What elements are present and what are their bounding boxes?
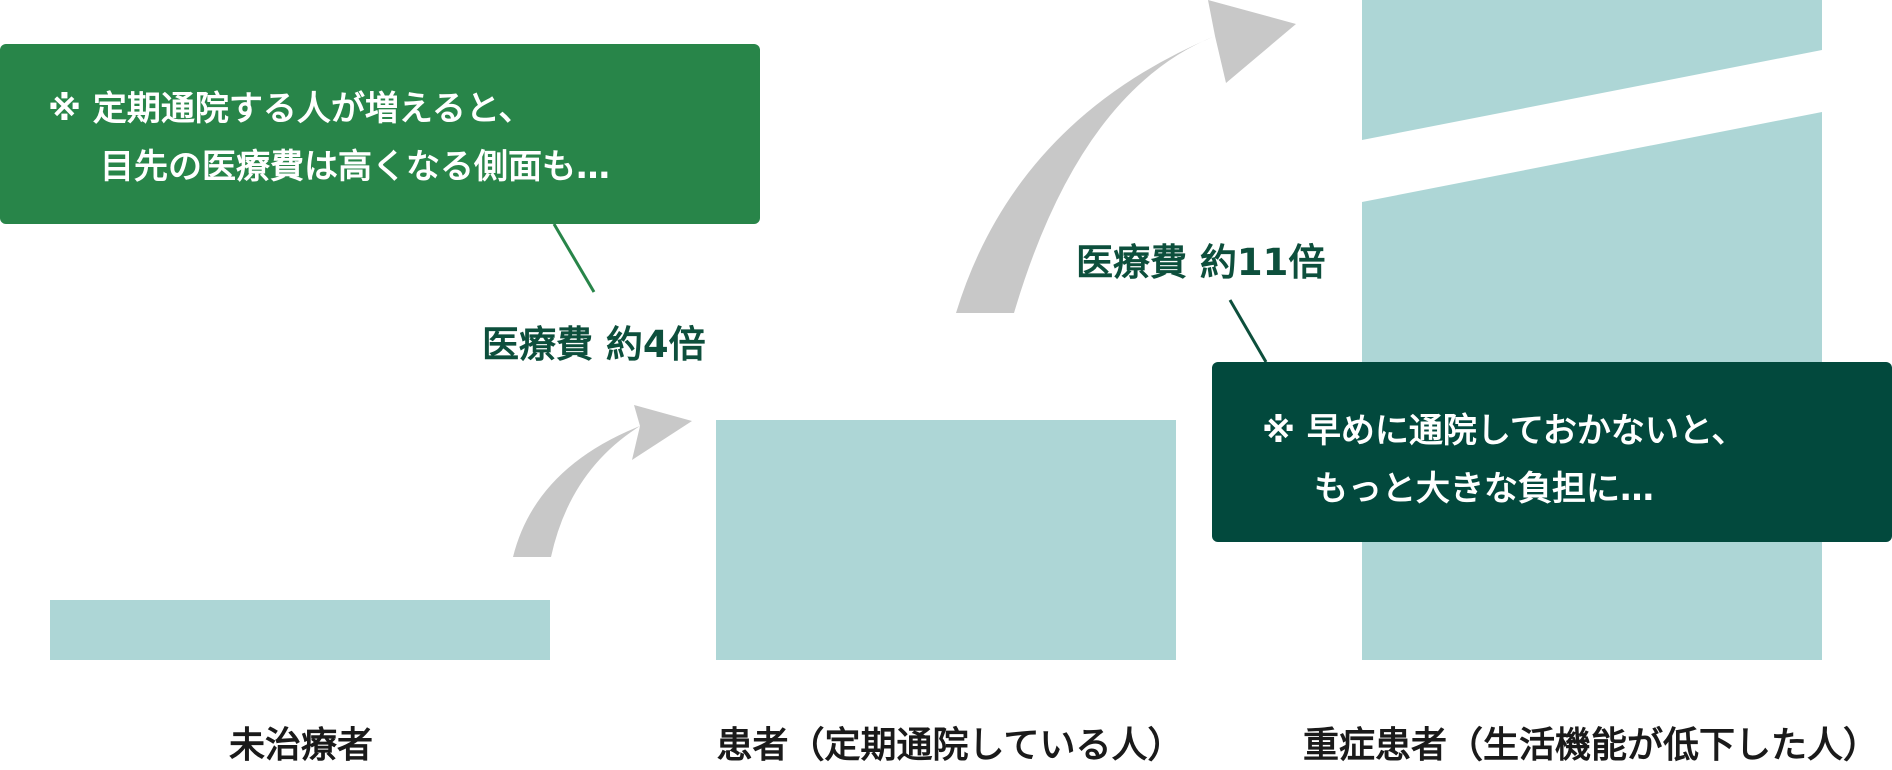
callout-green: ※ 定期通院する人が増えると、 目先の医療費は高くなる側面も…	[0, 44, 760, 224]
bar-severe-upper	[1362, 0, 1822, 140]
annotation-value-patient: 医療費 約4倍	[482, 323, 706, 366]
callout-green-line-2: 目先の医療費は高くなる側面も…	[100, 147, 610, 187]
growth-arrow-small	[513, 405, 692, 557]
connector-green	[552, 223, 596, 293]
arrows-group	[513, 0, 1296, 557]
category-label-severe: 重症患者（生活機能が低下した人）	[1302, 725, 1879, 766]
connector-dark	[1228, 299, 1268, 363]
callout-dark-line-2: もっと大きな負担に…	[1314, 469, 1654, 509]
connectors-group	[552, 223, 1268, 363]
callout-dark: ※ 早めに通院しておかないと、 もっと大きな負担に…	[1212, 362, 1892, 542]
bar-patient	[716, 420, 1176, 660]
category-label-untreated: 未治療者	[228, 725, 373, 766]
growth-arrow-large	[956, 0, 1296, 313]
category-label-patient: 患者（定期通院している人）	[716, 725, 1184, 766]
callout-dark-line-1: ※ 早めに通院しておかないと、	[1262, 411, 1746, 451]
callout-green-line-1: ※ 定期通院する人が増えると、	[48, 89, 533, 129]
annotation-value-severe: 医療費 約11倍	[1076, 241, 1326, 284]
bar-untreated	[50, 600, 550, 660]
